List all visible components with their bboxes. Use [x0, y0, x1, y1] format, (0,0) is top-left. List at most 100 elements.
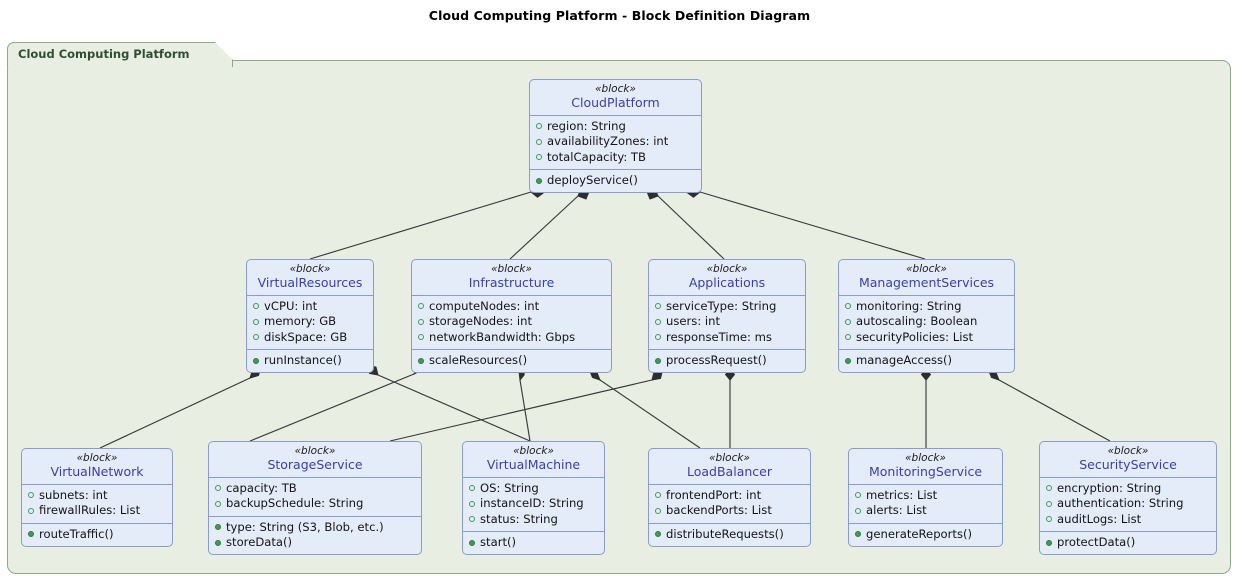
block-virtualmachine[interactable]: «block» VirtualMachine OS: String instan… [462, 441, 605, 556]
block-header: «block» Applications [649, 260, 805, 296]
attribute-label: OS: String [480, 480, 539, 495]
operation-icon [215, 539, 221, 546]
block-name: VirtualResources [257, 274, 363, 290]
operations-compartment: distributeRequests() [649, 524, 810, 546]
block-name: CloudPlatform [571, 94, 660, 110]
block-stereotype: «block» [709, 452, 750, 464]
attribute-icon [855, 507, 861, 514]
attribute-label: auditLogs: List [1057, 511, 1142, 526]
operation-icon [655, 531, 661, 538]
operations-compartment: runInstance() [247, 350, 373, 372]
attribute-icon [253, 334, 259, 341]
attribute-label: instanceID: String [480, 496, 584, 511]
attribute-row: networkBandwidth: Gbps [418, 330, 605, 345]
attribute-row: subnets: int [28, 488, 166, 503]
attribute-row: status: String [469, 512, 598, 527]
operations-compartment: protectData() [1040, 532, 1216, 554]
attribute-row: firewallRules: List [28, 503, 166, 518]
block-virtualresources[interactable]: «block» VirtualResources vCPU: int memor… [246, 259, 374, 374]
block-cloudplatform[interactable]: «block» CloudPlatform region: String ava… [529, 79, 702, 194]
attribute-icon [469, 516, 475, 523]
attribute-label: status: String [480, 511, 558, 526]
block-securityservice[interactable]: «block» SecurityService encryption: Stri… [1039, 441, 1217, 556]
attribute-icon [845, 334, 851, 341]
operation-icon [215, 524, 221, 531]
block-stereotype: «block» [595, 83, 636, 95]
operations-compartment: routeTraffic() [22, 524, 172, 546]
attribute-label: metrics: List [866, 487, 938, 502]
operation-row: deployService() [536, 173, 695, 188]
attributes-compartment: capacity: TB backupSchedule: String [209, 478, 421, 517]
block-header: «block» VirtualResources [247, 260, 373, 296]
operation-icon [469, 539, 475, 546]
block-virtualnetwork[interactable]: «block» VirtualNetwork subnets: int fire… [21, 448, 173, 547]
attribute-icon [215, 500, 221, 507]
operation-icon [845, 357, 851, 364]
attributes-compartment: vCPU: int memory: GB diskSpace: GB [247, 296, 373, 350]
attributes-compartment: computeNodes: int storageNodes: int netw… [412, 296, 611, 350]
attribute-label: memory: GB [264, 314, 337, 329]
operation-icon [655, 357, 661, 364]
block-header: «block» VirtualNetwork [22, 449, 172, 485]
attribute-icon [1046, 500, 1052, 507]
attribute-row: encryption: String [1046, 481, 1210, 496]
block-infrastructure[interactable]: «block» Infrastructure computeNodes: int… [411, 259, 612, 374]
attribute-icon [253, 318, 259, 325]
attribute-icon [1046, 485, 1052, 492]
attribute-label: firewallRules: List [39, 503, 141, 518]
attribute-row: metrics: List [855, 488, 996, 503]
attribute-row: autoscaling: Boolean [845, 314, 1008, 329]
attribute-icon [418, 318, 424, 325]
attribute-label: subnets: int [39, 487, 108, 502]
attribute-icon [1046, 516, 1052, 523]
block-managementservices[interactable]: «block» ManagementServices monitoring: S… [838, 259, 1015, 374]
attribute-row: monitoring: String [845, 299, 1008, 314]
attribute-icon [536, 138, 542, 145]
attribute-label: authentication: String [1057, 496, 1184, 511]
operation-row: manageAccess() [845, 353, 1008, 368]
attribute-icon [855, 492, 861, 499]
attribute-label: frontendPort: int [666, 487, 762, 502]
attribute-icon [418, 303, 424, 310]
operation-label: start() [480, 534, 517, 549]
operations-compartment: scaleResources() [412, 350, 611, 372]
block-stereotype: «block» [289, 263, 331, 275]
block-loadbalancer[interactable]: «block» LoadBalancer frontendPort: int b… [648, 448, 811, 547]
block-monitoringservice[interactable]: «block» MonitoringService metrics: List … [848, 448, 1003, 547]
block-stereotype: «block» [706, 263, 748, 275]
attribute-row: capacity: TB [215, 481, 415, 496]
attributes-compartment: OS: String instanceID: String status: St… [463, 478, 604, 532]
operation-row: routeTraffic() [28, 527, 166, 542]
attribute-icon [28, 507, 34, 514]
attributes-compartment: region: String availabilityZones: int to… [530, 116, 701, 170]
attribute-label: autoscaling: Boolean [856, 314, 978, 329]
attribute-icon [536, 154, 542, 161]
page-title: Cloud Computing Platform - Block Definit… [428, 8, 811, 23]
block-storageservice[interactable]: «block» StorageService capacity: TB back… [208, 441, 422, 556]
operation-row: distributeRequests() [655, 527, 804, 542]
operation-label: protectData() [1057, 534, 1136, 549]
attribute-row: backendPorts: List [655, 503, 804, 518]
block-header: «block» Infrastructure [412, 260, 611, 296]
operations-compartment: processRequest() [649, 350, 805, 372]
attribute-label: alerts: List [866, 503, 927, 518]
operation-row: start() [469, 535, 598, 550]
attribute-label: storageNodes: int [429, 314, 533, 329]
block-applications[interactable]: «block» Applications serviceType: String… [648, 259, 806, 374]
attribute-row: vCPU: int [253, 299, 367, 314]
attribute-label: vCPU: int [264, 298, 318, 313]
block-name: StorageService [267, 456, 363, 472]
attribute-row: region: String [536, 119, 695, 134]
attribute-label: diskSpace: GB [264, 329, 348, 344]
attribute-label: computeNodes: int [429, 298, 540, 313]
attribute-row: authentication: String [1046, 496, 1210, 511]
attribute-row: diskSpace: GB [253, 330, 367, 345]
block-name: LoadBalancer [687, 463, 772, 479]
attribute-row: auditLogs: List [1046, 512, 1210, 527]
operations-compartment: type: String (S3, Blob, etc.) storeData(… [209, 517, 421, 555]
attribute-label: capacity: TB [226, 480, 297, 495]
block-name: VirtualNetwork [50, 463, 144, 479]
package-frame-tab: Cloud Computing Platform [7, 42, 233, 67]
attributes-compartment: frontendPort: int backendPorts: List [649, 485, 810, 524]
attribute-row: alerts: List [855, 503, 996, 518]
